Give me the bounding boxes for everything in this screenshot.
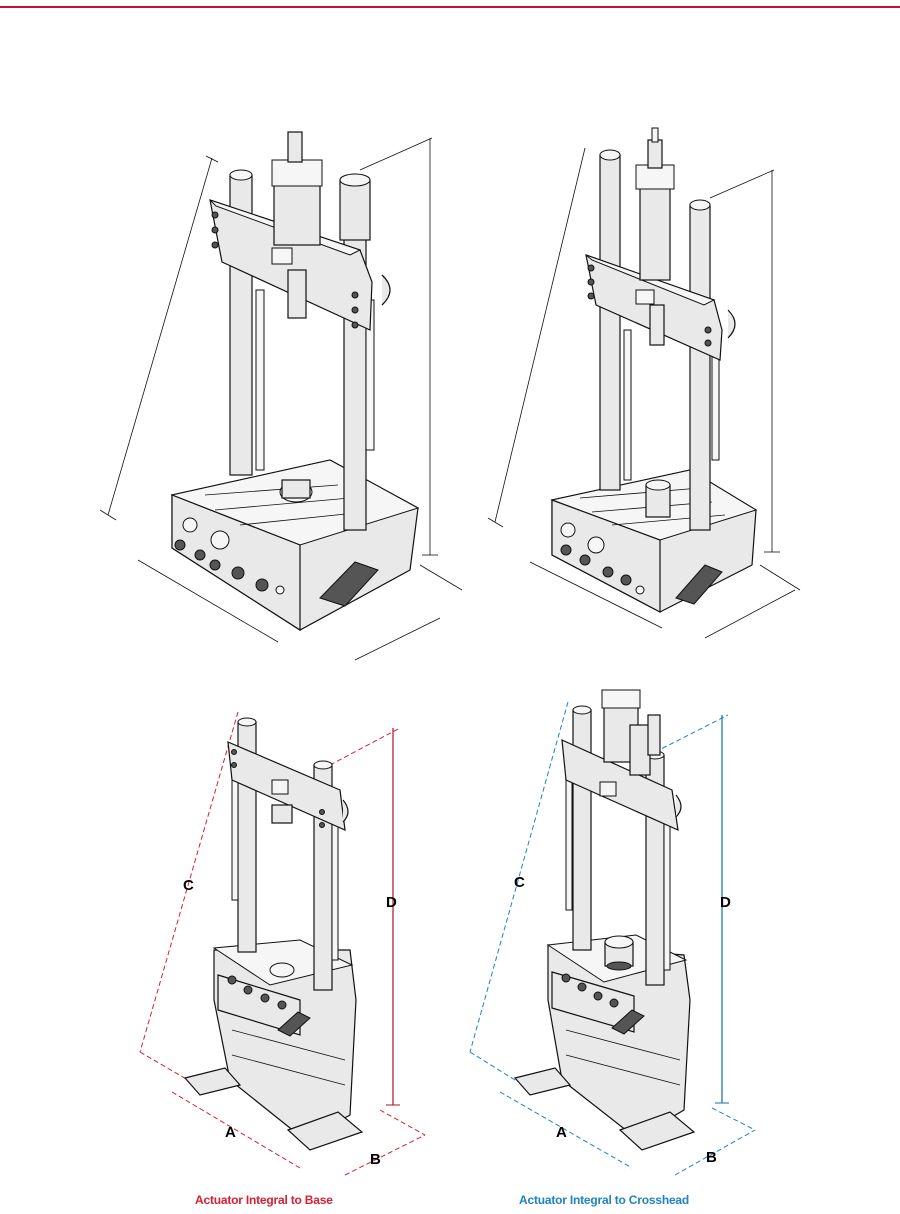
dim-line-top [359,137,433,171]
dim-label-d: D [386,894,397,911]
dim-line-top [709,169,775,199]
caption-actuator-base: Actuator Integral to Base [195,1193,333,1207]
dim-line-depth-b [419,564,463,591]
dim-a-line [171,1091,301,1169]
header-rule [0,6,900,8]
dim-d-top-line [329,727,401,766]
dim-label-a: A [556,1124,567,1141]
dim-label-b: B [706,1149,717,1166]
dim-c-line [139,711,239,1053]
dim-c-line [469,701,569,1053]
dim-b-line [344,1134,426,1176]
dim-label-c: C [514,874,525,891]
dim-line-diagonal [107,157,213,516]
dim-label-b: B [370,1151,381,1168]
dim-label-a: A [225,1124,236,1141]
frame-bottom-left: C D A B [139,711,426,1176]
caption-actuator-crosshead: Actuator Integral to Crosshead [519,1193,690,1207]
dim-line-width [529,561,663,629]
dim-label-d: D [720,894,731,911]
frame-top-right [487,127,801,639]
dim-label-c: C [183,877,194,894]
dim-line-diagonal [494,147,586,523]
frame-top-left [99,131,463,661]
dim-d-top-line [654,714,729,753]
dim-line-width [137,559,279,643]
dim-line-depth-a [354,617,441,661]
frame-bottom-right: C D A B [469,689,756,1176]
dim-line-depth-b [759,564,801,591]
dim-b-line [674,1129,756,1176]
dim-a-line [499,1091,633,1169]
dim-line-depth-a [704,589,796,639]
